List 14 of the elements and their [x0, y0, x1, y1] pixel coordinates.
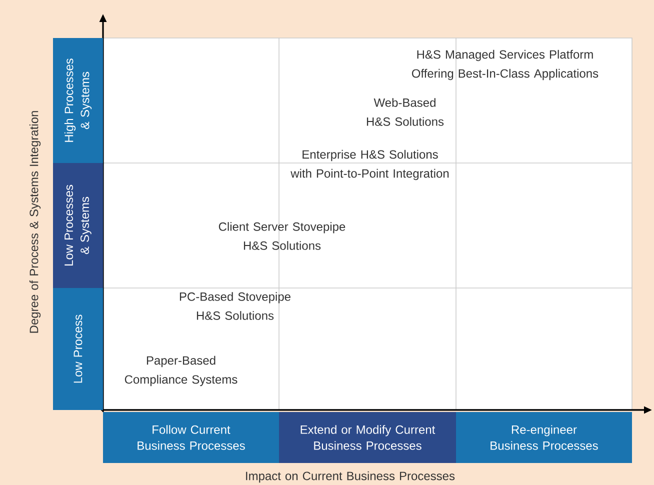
matrix-entry: PC-Based Stovepipe H&S Solutions	[180, 292, 290, 320]
column-header: Follow Current Business Processes	[103, 412, 279, 463]
axis-title: Impact on Current Business Processes	[246, 471, 455, 483]
column-header: Re-engineer Business Processes	[456, 412, 632, 463]
row-header: High Processes & Systems	[53, 38, 103, 163]
matrix-entry: Web-Based H&S Solutions	[366, 98, 444, 126]
matrix-entry: H&S Managed Services Platform Offering Best-In-Class Applications	[412, 50, 598, 80]
matrix-entry: Client Server Stovepipe H&S Solutions	[218, 222, 346, 250]
row-header: Low Processes & Systems	[53, 163, 103, 288]
axis-title: Degree of Process & Systems Integration	[29, 111, 41, 333]
matrix-entry: Enterprise H&S Solutions with Point-to-Point Integration	[290, 150, 449, 180]
column-header: Extend or Modify Current Business Processes	[279, 412, 456, 463]
matrix-entry: Paper-Based Compliance Systems	[124, 356, 238, 386]
row-header: Low Process	[53, 288, 103, 410]
